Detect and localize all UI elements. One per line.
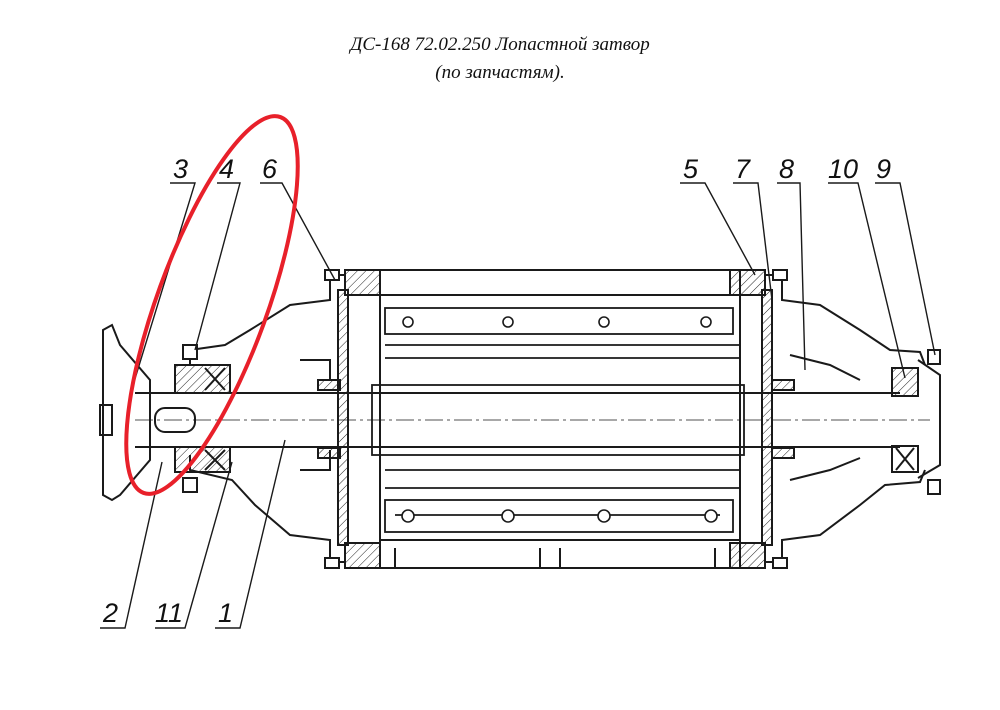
callout-7: 7 (735, 154, 751, 184)
right-end-cover (761, 269, 926, 569)
highlight-ellipse (124, 114, 300, 496)
right-bearing (891, 349, 941, 495)
callout-9: 9 (876, 154, 891, 184)
callout-11: 11 (155, 598, 183, 628)
callout-8: 8 (779, 154, 794, 184)
callout-4: 4 (219, 154, 234, 184)
callout-5: 5 (683, 154, 699, 184)
callout-3: 3 (173, 154, 188, 184)
rotor-blades (371, 307, 745, 533)
callout-leaders (100, 182, 936, 629)
callout-1: 1 (218, 598, 233, 628)
callout-10: 10 (828, 154, 858, 184)
blade-screws (401, 316, 718, 523)
rotor-housing (344, 269, 766, 569)
callout-6: 6 (262, 154, 278, 184)
drawing-title: ДС-168 72.02.250 Лопастной затвор (350, 34, 650, 55)
shaft (135, 392, 930, 448)
callout-2: 2 (102, 598, 118, 628)
drawing-subtitle: (по запчастям). (435, 62, 565, 83)
drive-flange (99, 323, 151, 502)
